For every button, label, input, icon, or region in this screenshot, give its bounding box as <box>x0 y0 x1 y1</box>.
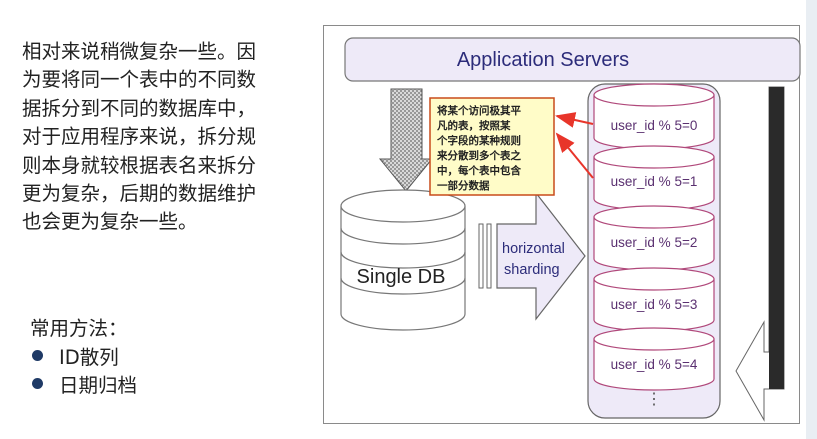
sharding-label-line2: sharding <box>504 262 560 278</box>
app-servers-bar <box>344 37 801 82</box>
shard-label: user_id % 5=0 <box>611 118 698 133</box>
diagram-canvas: Application Servers Single DB horizontal… <box>340 37 801 422</box>
shard-cylinder <box>593 267 715 332</box>
ellipsis-icon: ⋮ <box>646 391 662 408</box>
app-servers-label: Application Servers <box>457 49 629 71</box>
note-line: 凡的表，按照某 <box>437 119 511 132</box>
annotation-note <box>429 97 555 196</box>
shard-label: user_id % 5=1 <box>611 174 698 189</box>
note-line: 个字段的某种规则 <box>436 134 521 147</box>
methods-title: 常用方法： <box>30 317 128 340</box>
right-edge-strip <box>806 0 817 439</box>
pointer-arrow-icon <box>555 132 594 179</box>
method-label: ID散列 <box>59 345 119 369</box>
sharding-diagram: Application Servers Single DB horizontal… <box>323 25 801 424</box>
single-db-cylinder <box>340 189 466 331</box>
single-db-label: Single DB <box>357 266 446 288</box>
method-label: 日期归档 <box>59 373 138 397</box>
bullet-icon <box>32 349 43 361</box>
note-line: 中，每个表中包含 <box>437 164 521 177</box>
list-item: ID散列 <box>30 341 137 369</box>
note-line: 将某个访问极其平 <box>437 104 521 117</box>
return-arrow-shade <box>769 87 784 389</box>
sharding-label-line1: horizontal <box>502 241 565 257</box>
note-line: 一部分数据 <box>437 179 490 192</box>
list-item: 日期归档 <box>30 369 137 397</box>
bullet-icon <box>32 377 43 389</box>
shard-label: user_id % 5=3 <box>611 297 698 312</box>
shard-label: user_id % 5=4 <box>611 357 698 372</box>
shard-cylinder <box>593 83 715 150</box>
pointer-arrow-icon <box>555 112 594 128</box>
shard-label: user_id % 5=2 <box>611 235 698 250</box>
shard-cylinder <box>593 205 715 271</box>
methods-list: ID散列 日期归档 <box>30 341 137 397</box>
shard-cylinder <box>593 327 715 391</box>
description-paragraph: 相对来说稍微复杂一些。因 为要将同一个表中的不同数 据拆分到不同的数据库中， 对… <box>22 40 257 234</box>
note-line: 来分散到多个表之 <box>436 149 521 162</box>
horizontal-sharding-arrow <box>478 191 586 321</box>
down-arrow-icon <box>378 88 434 192</box>
